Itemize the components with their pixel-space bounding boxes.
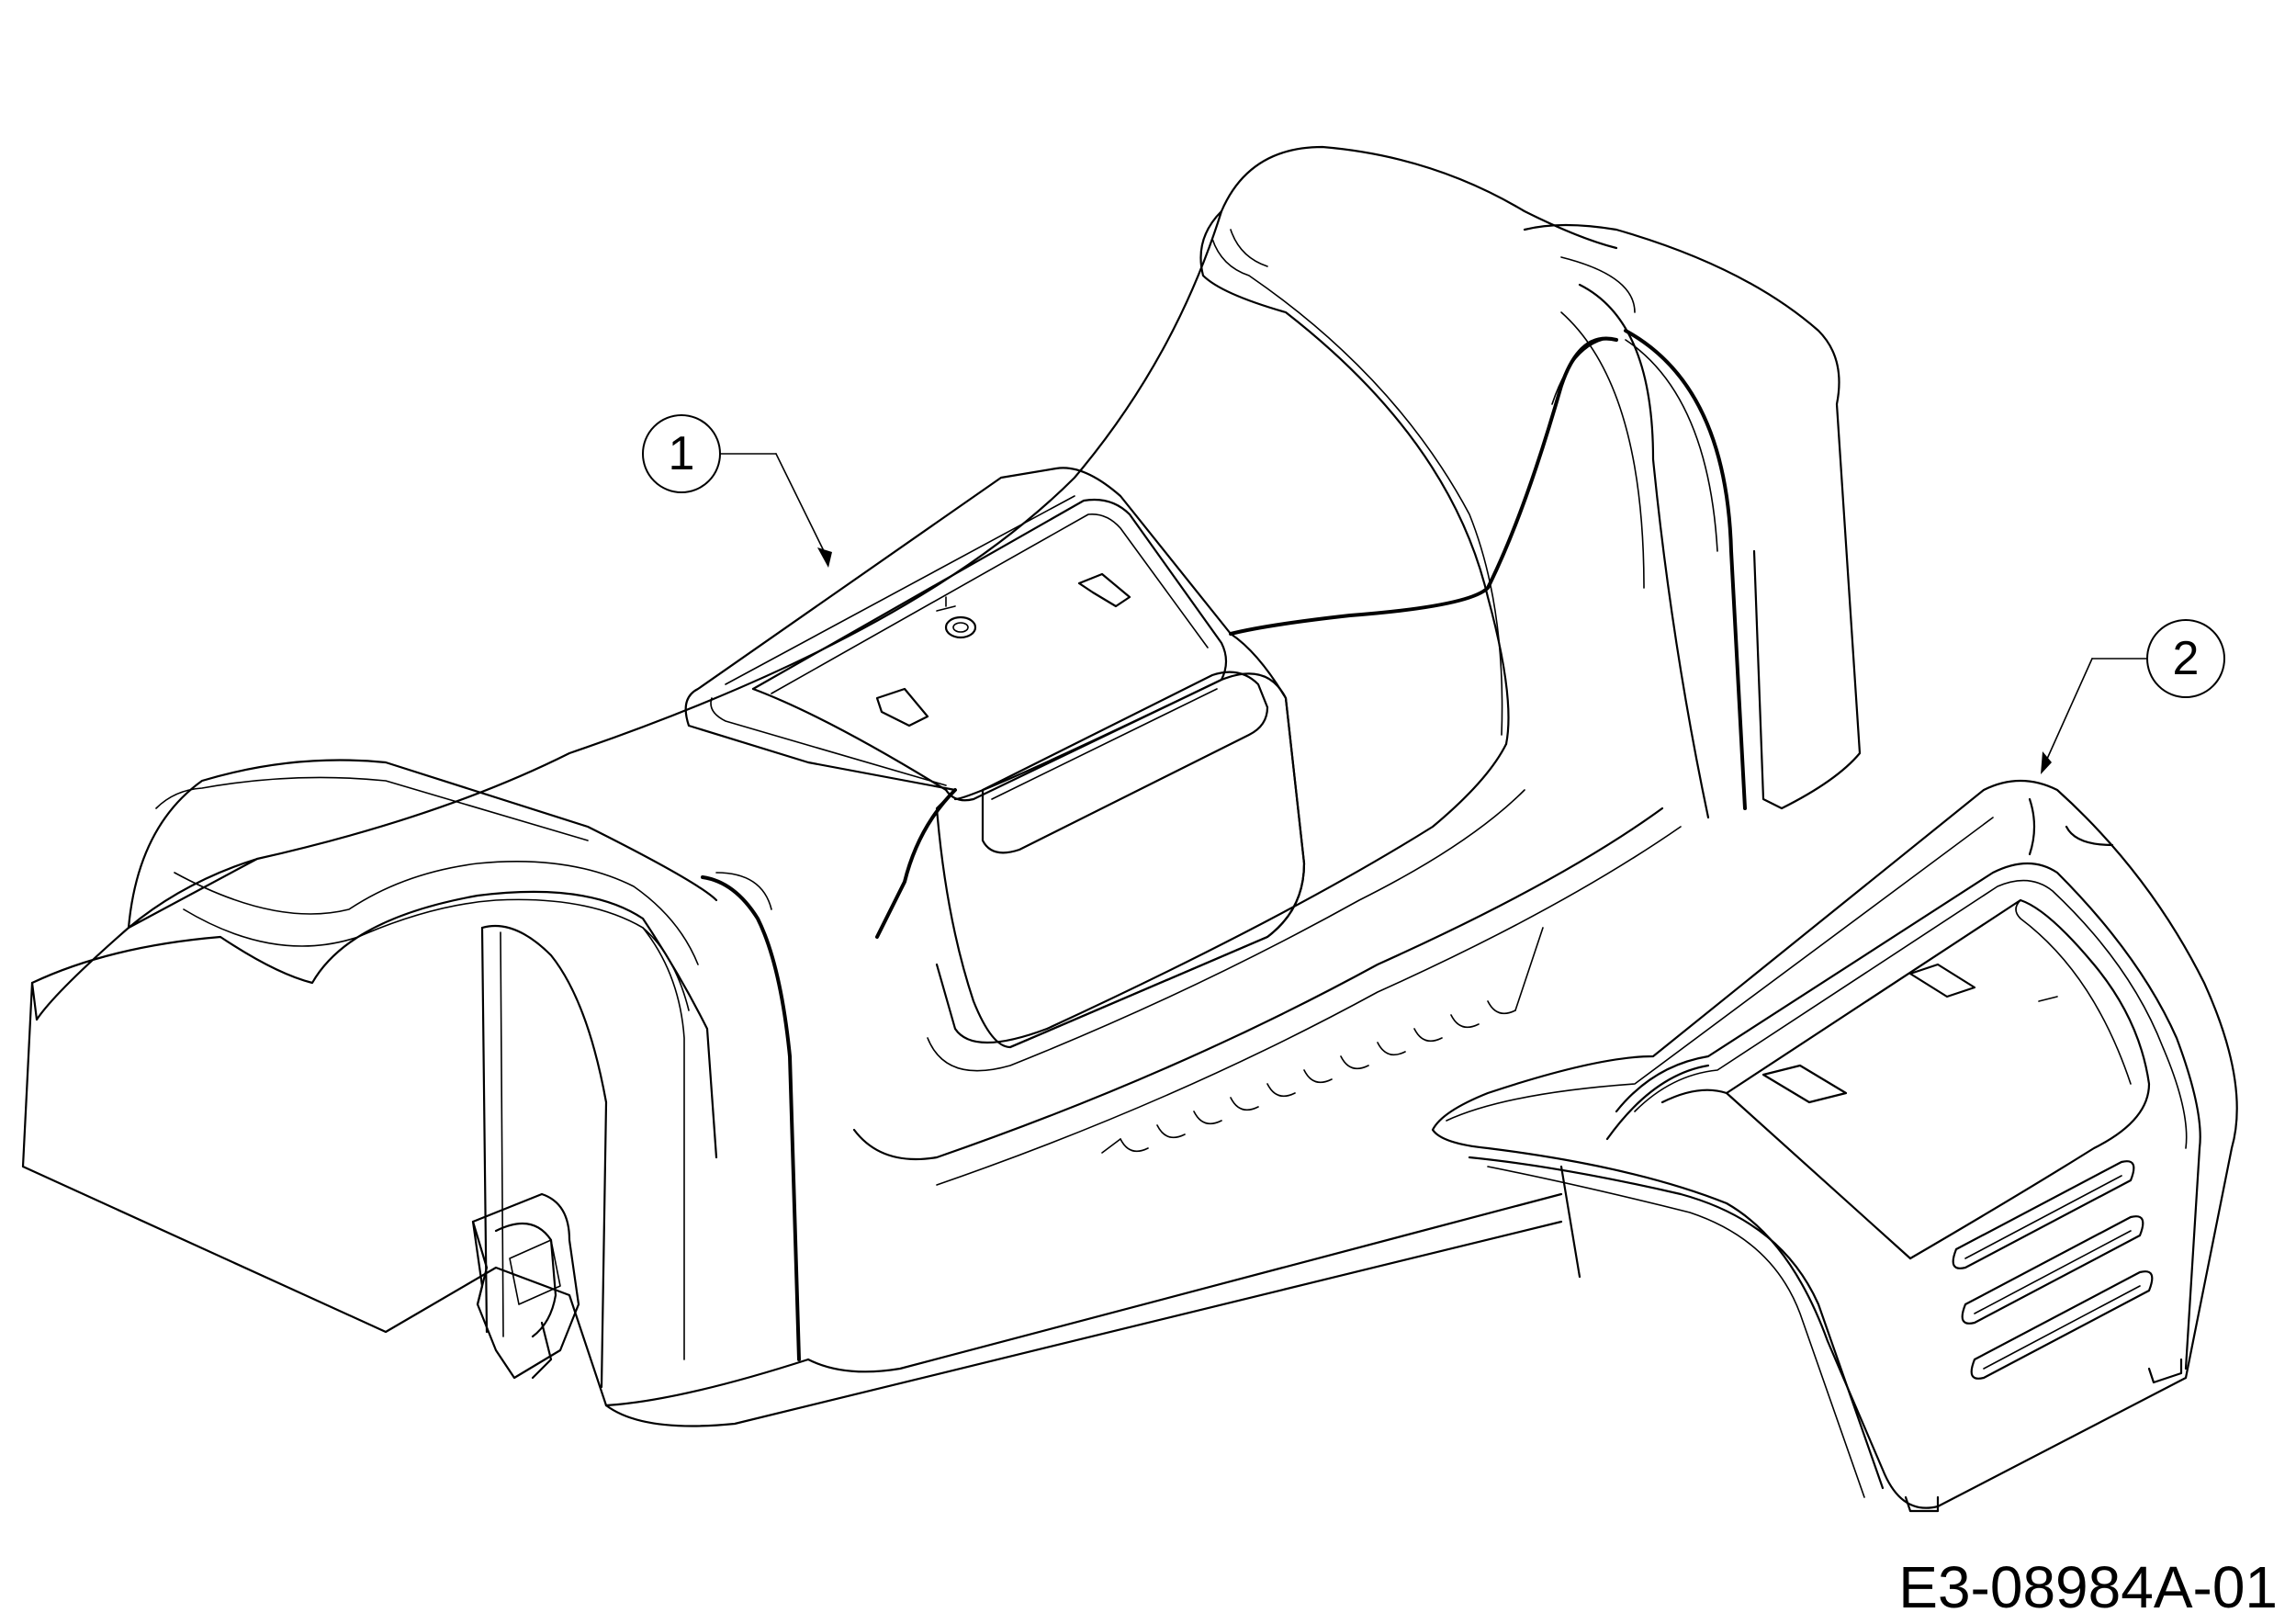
- callout-1: 1: [642, 414, 832, 568]
- hinge-clip: [471, 1192, 580, 1380]
- part-2-deflector: [1431, 779, 2238, 1513]
- bottom-ribs: [1101, 927, 1544, 1154]
- callout-1-label: 1: [669, 427, 695, 480]
- callout-2-label: 2: [2173, 632, 2200, 685]
- part-1-cover: [21, 145, 1862, 1427]
- callout-2: 2: [2041, 619, 2225, 774]
- drawing-code: E3-08984A-01: [1898, 1554, 2278, 1620]
